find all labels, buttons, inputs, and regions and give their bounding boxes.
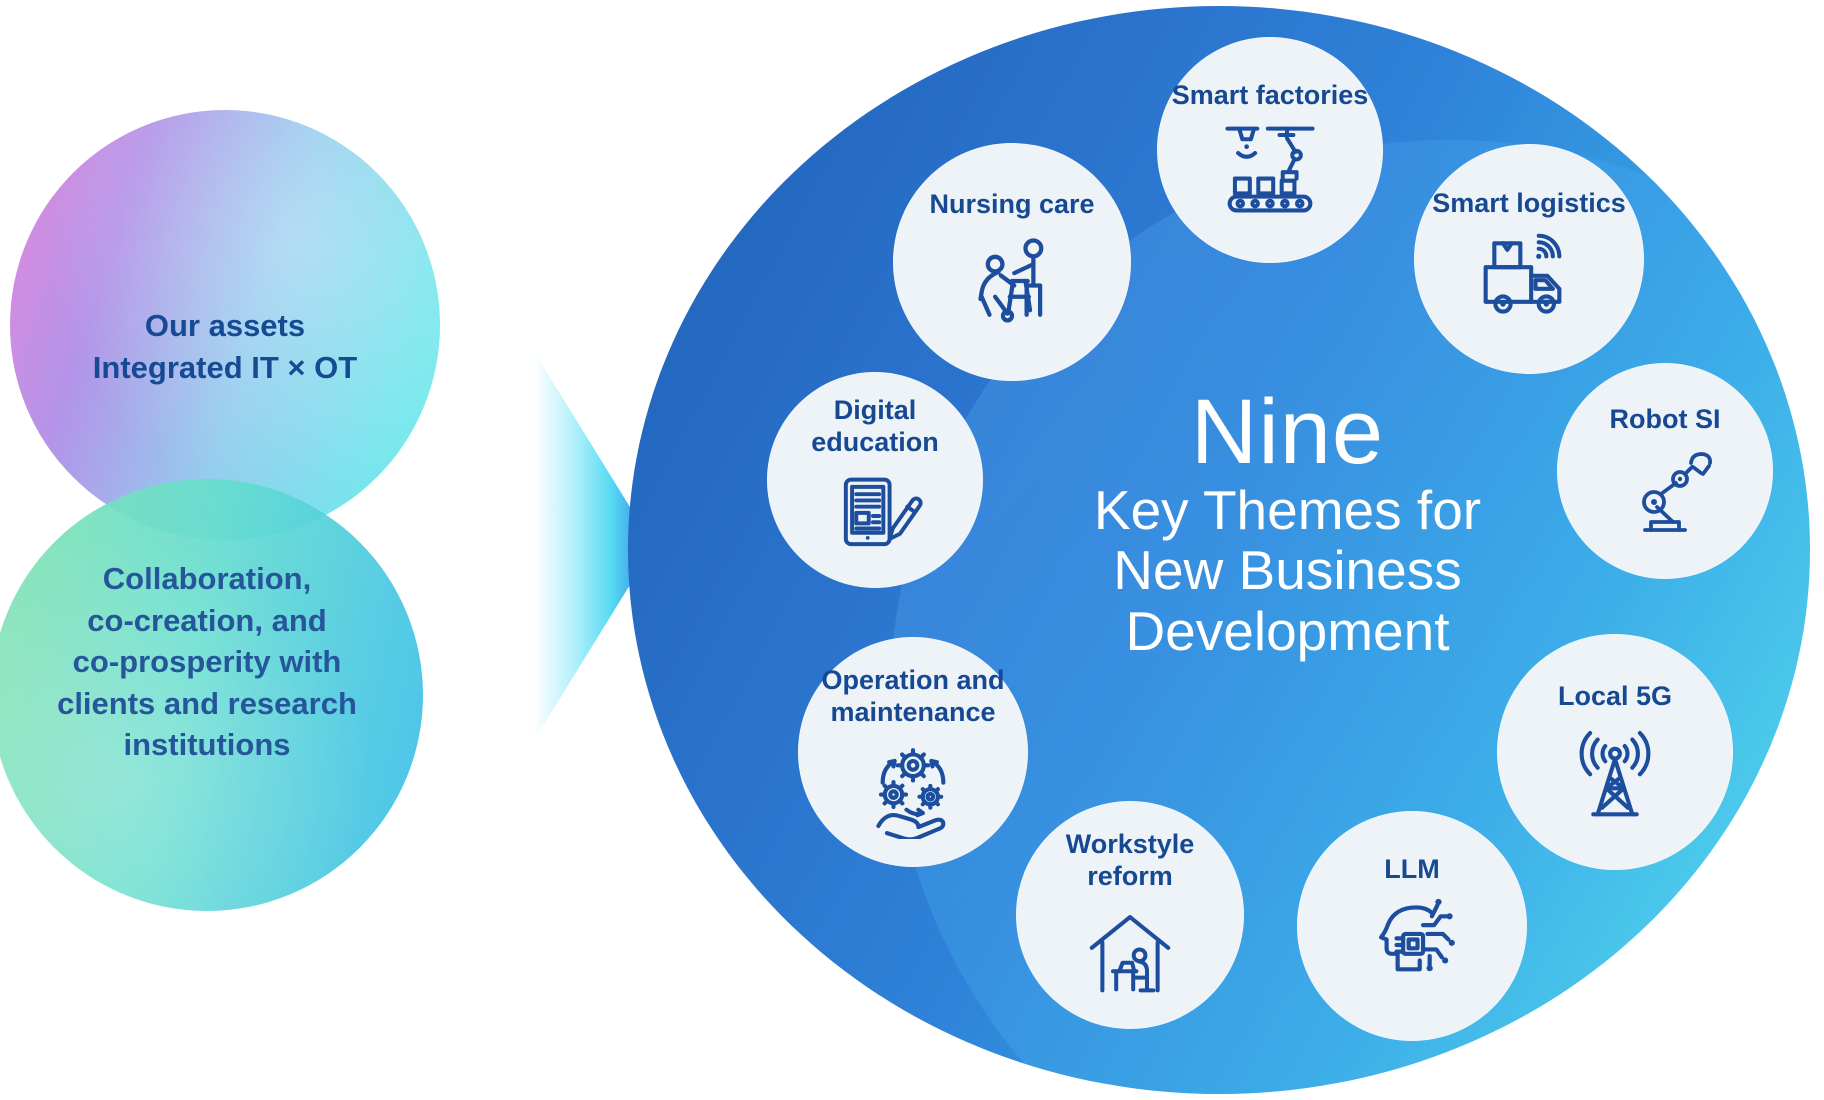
ai-head-circuit-icon [1378,899,1455,972]
headline-title: Nine [1190,381,1385,483]
collab-line-4: clients and research [57,685,357,721]
theme-circle-nursing-care: Nursing care [893,143,1131,381]
collab-line-5: institutions [123,727,291,763]
theme-circle-digital-education: Digital education [767,372,983,588]
headline-subtitle-line-2: New Business [1113,539,1462,602]
assets-circle-text: Our assets Integrated IT × OT [93,305,357,388]
theme-label: Smart logistics [1432,187,1626,218]
tablet-pencil-icon [843,477,923,546]
theme-circle-llm: LLM [1297,811,1527,1041]
theme-circle-workstyle-reform: Workstyle reform [1016,801,1244,1029]
theme-label: Digital education [811,395,939,457]
theme-label: Nursing care [929,188,1095,219]
gears-hand-icon [876,747,946,839]
theme-label: LLM [1384,853,1440,884]
center-headline: Nine Key Themes for New Business Develop… [1030,381,1545,662]
theme-circle-robot-si: Robot SI [1557,363,1773,579]
collab-line-1: Collaboration, [102,561,312,597]
collaboration-circle: Collaboration, co-creation, and co-prosp… [0,479,423,911]
delivery-truck-wifi-icon [1483,233,1562,314]
assets-circle: Our assets Integrated IT × OT [10,110,440,540]
theme-label: Local 5G [1557,680,1673,711]
collaboration-circle-text: Collaboration, co-creation, and co-prosp… [57,558,357,766]
robot-arm-icon [1642,452,1712,533]
theme-circle-smart-logistics: Smart logistics [1414,144,1644,374]
theme-label: Smart factories [1171,79,1369,110]
assets-line-1: Our assets [144,308,306,344]
home-office-icon [1089,914,1171,993]
theme-circle-operation-maintenance: Operation and maintenance [798,637,1028,867]
collab-line-2: co-creation, and [87,602,327,638]
factory-conveyor-robot-icon [1225,126,1315,213]
collab-line-3: co-prosperity with [72,644,342,680]
theme-label: Operation and maintenance [821,665,1005,727]
theme-circle-local-5g: Local 5G [1497,634,1733,870]
theme-label: Robot SI [1609,403,1721,434]
caregiver-walker-icon [978,238,1044,323]
theme-label: Workstyle reform [1065,829,1195,891]
headline-subtitle-line-1: Key Themes for [1093,478,1482,541]
theme-circle-smart-factories: Smart factories [1157,37,1383,263]
radio-tower-icon [1579,731,1651,817]
headline-subtitle-line-3: Development [1125,599,1450,662]
assets-line-2: Integrated IT × OT [92,350,358,385]
